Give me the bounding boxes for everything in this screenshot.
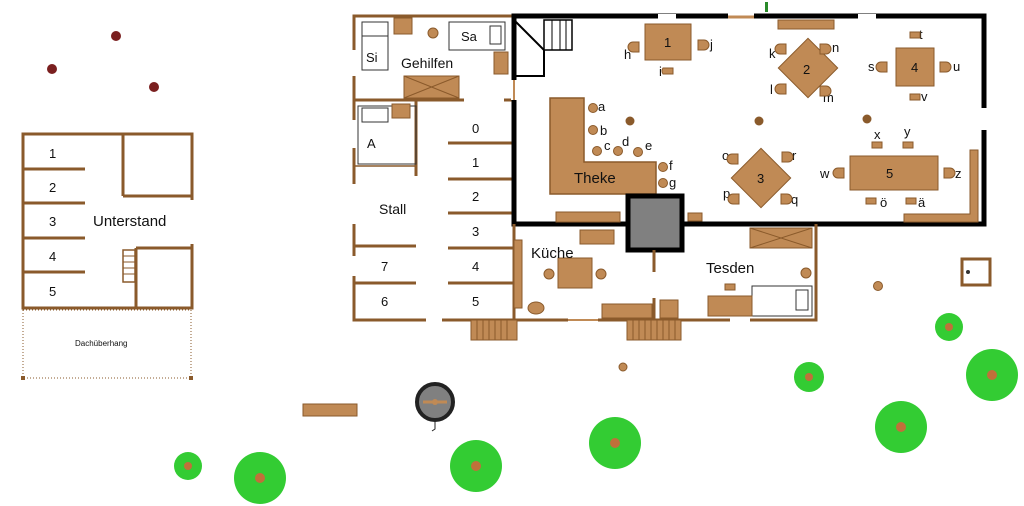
box-5-label: 5 — [472, 294, 479, 309]
table-4-label: 4 — [911, 60, 918, 75]
post-marker — [754, 116, 764, 126]
unterstand-title: Unterstand — [93, 213, 166, 230]
bar-stool — [658, 162, 668, 172]
tesden-label: Tesden — [706, 260, 754, 277]
stove-icon — [625, 193, 685, 253]
seat-d-label: d — [622, 134, 629, 149]
ladder-icon — [122, 249, 136, 283]
seat-m-label: m — [823, 90, 834, 105]
seat-s-label: s — [868, 59, 875, 74]
box-1-label: 1 — [472, 155, 479, 170]
chairs — [627, 31, 956, 291]
seat-a-label: a — [598, 99, 606, 114]
seat-n-label: n — [832, 40, 839, 55]
unterstand-stall-5-label: 5 — [49, 284, 56, 299]
seat-q-label: q — [791, 192, 798, 207]
stable-building — [351, 14, 516, 322]
post-marker — [625, 116, 635, 126]
marker-dot — [149, 82, 159, 92]
seat-v-label: v — [921, 89, 928, 104]
seat-g-label: g — [669, 175, 676, 190]
table-1 — [644, 23, 692, 61]
box-7-label: 7 — [381, 259, 388, 274]
seat-c-label: c — [604, 138, 611, 153]
unterstand-stall-3-label: 3 — [49, 214, 56, 229]
table-2-label: 2 — [803, 62, 810, 77]
gehilfen-room-label: Gehilfen — [401, 55, 453, 71]
bench — [302, 403, 358, 417]
staircase-icon — [513, 19, 573, 77]
seat-w-label: w — [819, 166, 830, 181]
bar-stool — [588, 125, 598, 135]
marker-dot — [47, 64, 57, 74]
post-marker — [862, 114, 872, 124]
seat-z-label: z — [955, 166, 962, 181]
bar-stool — [633, 147, 643, 157]
kueche-label: Küche — [531, 245, 574, 262]
seat-y-label: y — [904, 124, 911, 139]
seat-o-label: o — [722, 148, 729, 163]
seat-p-label: p — [723, 186, 730, 201]
bar-stool — [613, 146, 623, 156]
seat-e-label: e — [645, 138, 652, 153]
unterstand-stall-2-label: 2 — [49, 180, 56, 195]
seat-k-label: k — [769, 46, 776, 61]
box-4-label: 4 — [472, 259, 479, 274]
dachueberhang-label: Dachüberhang — [75, 339, 127, 348]
sa-label: Sa — [461, 29, 478, 44]
table-4 — [895, 47, 935, 87]
seat-u-label: u — [953, 59, 960, 74]
bar-stool — [658, 178, 668, 188]
unterstand-stall-4-label: 4 — [49, 249, 56, 264]
table-5-label: 5 — [886, 166, 893, 181]
table-1-label: 1 — [664, 35, 671, 50]
box-3-label: 3 — [472, 224, 479, 239]
box-0-label: 0 — [472, 121, 479, 136]
seat-l-label: l — [770, 82, 773, 97]
post-marker — [873, 281, 883, 291]
seat-t-label: t — [919, 27, 923, 42]
si-label: Si — [366, 50, 378, 65]
seat-f-label: f — [669, 158, 673, 173]
table-3 — [730, 147, 792, 209]
table-3-label: 3 — [757, 171, 764, 186]
table-5 — [849, 155, 939, 191]
seat-b-label: b — [600, 123, 607, 138]
bar-stool — [592, 146, 602, 156]
box-2-label: 2 — [472, 189, 479, 204]
marker-dot — [111, 31, 121, 41]
inn-building — [470, 2, 987, 341]
stall-room-label: Stall — [379, 201, 406, 217]
seat-ae-label: ä — [918, 195, 926, 210]
seat-r-label: r — [792, 148, 797, 163]
seat-j-label: j — [709, 37, 713, 52]
seat-x-label: x — [874, 127, 881, 142]
a-room-label: A — [367, 136, 376, 151]
trees — [174, 313, 1018, 504]
seat-h-label: h — [624, 47, 631, 62]
porch-steps — [470, 319, 682, 341]
seat-oe-label: ö — [880, 195, 887, 210]
unterstand-stall-1-label: 1 — [49, 146, 56, 161]
well-icon — [415, 382, 455, 432]
unterstand-building — [21, 132, 194, 380]
post-marker — [618, 362, 628, 372]
theke-label: Theke — [574, 170, 616, 187]
bar-stool — [588, 103, 598, 113]
box-6-label: 6 — [381, 294, 388, 309]
seat-i-label: i — [659, 64, 662, 79]
